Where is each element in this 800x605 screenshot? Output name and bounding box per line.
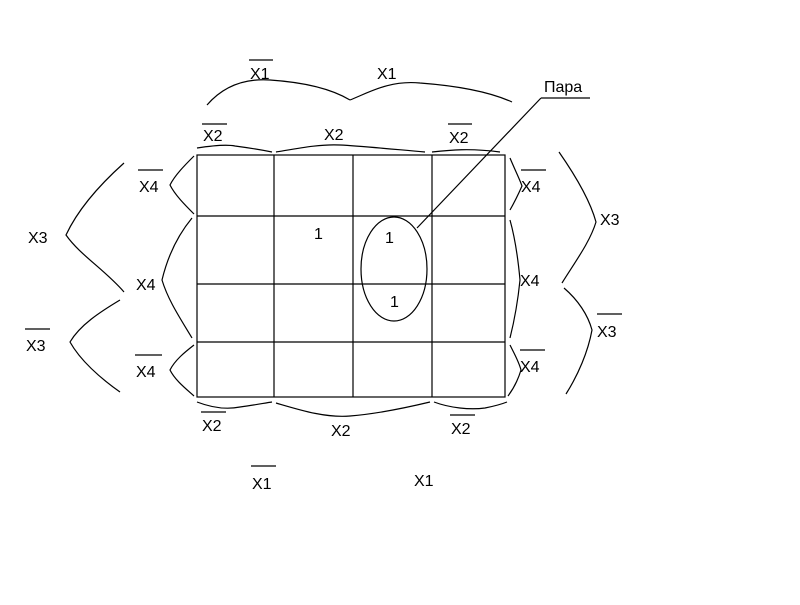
brace-x2-bottom (275, 401, 431, 417)
label-x4-bar-right-bottom: X4 (520, 359, 540, 376)
brace-x4-bar-right-top (509, 157, 523, 211)
label-x3-left: X3 (28, 230, 48, 247)
brace-x2-bar-top-left (196, 144, 273, 153)
cell-r2c2: 1 (314, 226, 323, 243)
label-x1-top: X1 (377, 66, 397, 83)
cell-r3c3: 1 (390, 294, 399, 311)
label-x4-left: X4 (136, 277, 156, 294)
label-x4-bar-left-bottom: X4 (136, 364, 156, 381)
brace-x4-left (161, 217, 193, 339)
brace-x3-left (65, 162, 125, 293)
brace-x3-bar-right (563, 287, 593, 395)
label-x4-bar-right-top: X4 (521, 179, 541, 196)
label-x2-bar-bottom-right: X2 (451, 421, 471, 438)
pair-ellipse (360, 216, 428, 322)
label-x2-bar-top-left: X2 (203, 128, 223, 145)
brace-x1-top (349, 81, 513, 103)
label-x2-top: X2 (324, 127, 344, 144)
label-x2-bottom: X2 (331, 423, 351, 440)
label-x3-right: X3 (600, 212, 620, 229)
brace-x3-bar-left (69, 299, 121, 393)
label-x2-bar-bottom-left: X2 (202, 418, 222, 435)
label-x3-bar-right: X3 (597, 324, 617, 341)
brace-x2-bar-top-right (431, 149, 501, 153)
pair-pointer-line (416, 97, 542, 229)
cell-r2c3: 1 (385, 230, 394, 247)
label-x3-bar-left: X3 (26, 338, 46, 355)
brace-x4-bar-left-bottom (169, 344, 195, 397)
label-x4-bar-left-top: X4 (139, 179, 159, 196)
brace-x2-top (275, 144, 426, 153)
brace-x1-bar-top (206, 79, 351, 106)
brace-x3-right (558, 151, 597, 284)
brace-x4-bar-right-bottom (507, 344, 522, 397)
label-x1-bottom: X1 (414, 473, 434, 490)
label-x2-bar-top-right: X2 (449, 130, 469, 147)
pair-label: Пара (544, 79, 582, 96)
label-x1-bar-bottom: X1 (252, 476, 272, 493)
label-x4-right: X4 (520, 273, 540, 290)
brace-x4-right (509, 219, 521, 339)
brace-x2-bar-bottom-left (196, 401, 273, 409)
brace-x4-bar-left-top (169, 155, 195, 215)
grid-border (196, 154, 506, 398)
label-x1-bar-top: X1 (250, 66, 270, 83)
karnaugh-grid (196, 154, 506, 398)
brace-x2-bar-bottom-right (433, 401, 508, 410)
